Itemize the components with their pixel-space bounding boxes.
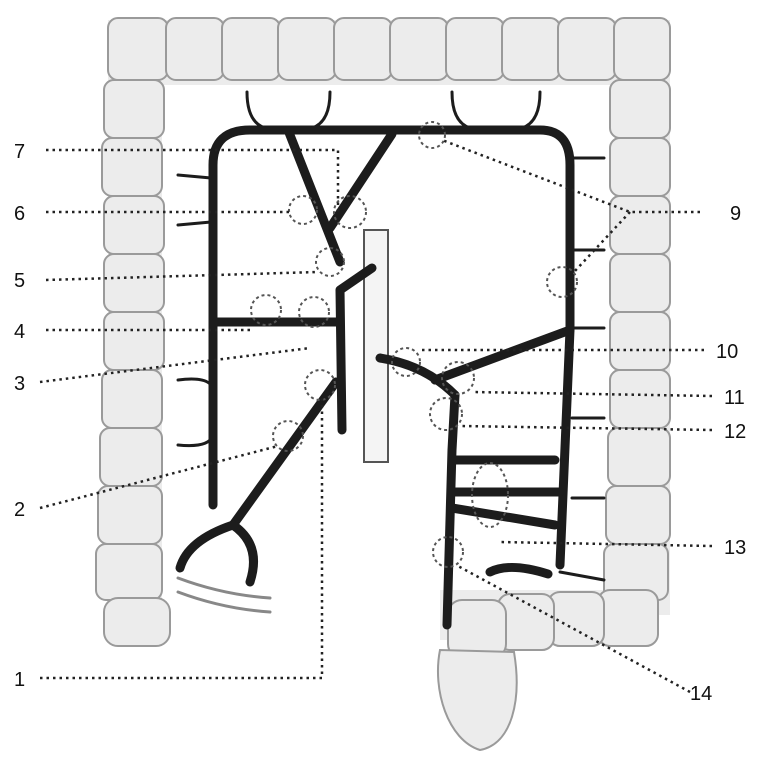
label-11: 11	[724, 387, 745, 409]
colon	[95, 17, 671, 752]
label-4: 4	[14, 321, 25, 343]
leader-lines	[39, 138, 713, 694]
label-1: 1	[14, 669, 25, 691]
label-3: 3	[14, 373, 25, 395]
label-7: 7	[14, 141, 25, 163]
label-12: 12	[724, 421, 746, 443]
label-13: 13	[724, 537, 746, 559]
label-5: 5	[14, 270, 25, 292]
label-14: 14	[690, 683, 712, 705]
label-10: 10	[716, 341, 738, 363]
label-2: 2	[14, 499, 25, 521]
label-9: 9	[730, 203, 741, 225]
aorta	[363, 229, 389, 463]
marker-rings	[250, 121, 578, 568]
labels: 7 6 5 4 3 2 1 9 10 11 12 13 14	[14, 141, 746, 705]
label-6: 6	[14, 203, 25, 225]
vasa-recta	[176, 90, 606, 582]
